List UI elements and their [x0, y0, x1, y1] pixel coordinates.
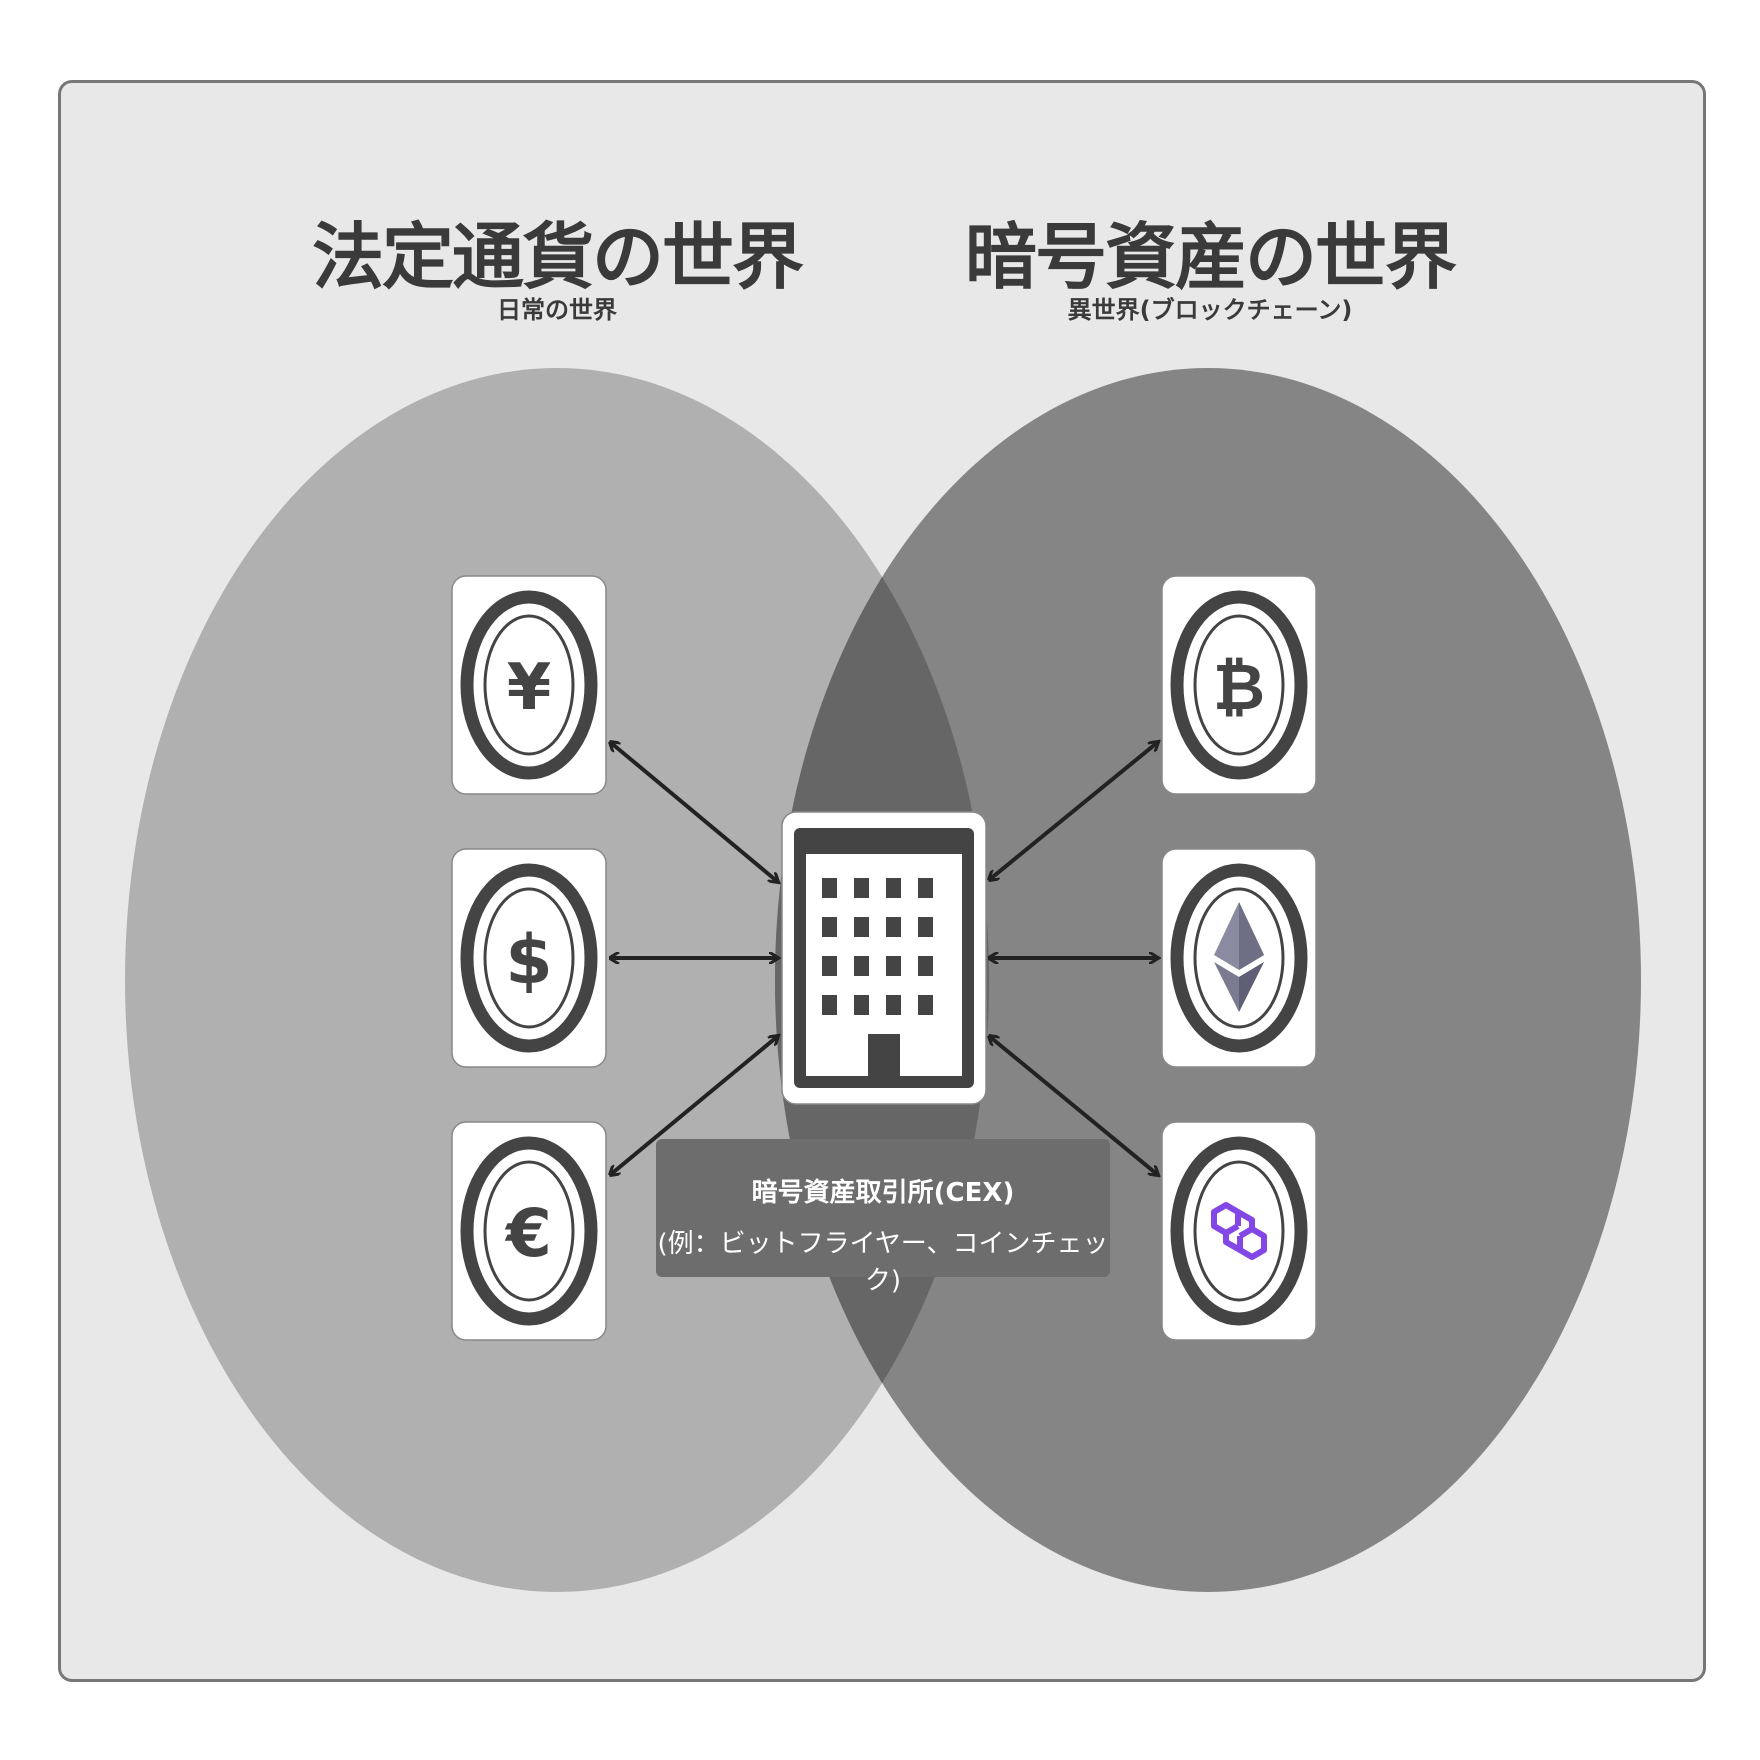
arrow-exchange-bitcoin	[989, 742, 1158, 880]
building-window	[918, 917, 933, 937]
building-window	[918, 878, 933, 898]
building-window	[918, 956, 933, 976]
ethereum-icon	[1214, 902, 1264, 1012]
bitcoin-icon: ₿	[1213, 651, 1265, 725]
polygon-card	[1161, 1121, 1317, 1341]
yen-card: ¥	[451, 575, 607, 795]
building-window	[886, 995, 901, 1015]
building-window	[854, 995, 869, 1015]
exchange-label: 暗号資産取引所(CEX) (例：ビットフライヤー、コインチェック)	[656, 1139, 1110, 1296]
building-icon	[794, 828, 974, 1088]
building-window	[854, 917, 869, 937]
arrow-exchange-polygon	[989, 1036, 1158, 1175]
euro-icon: €	[504, 1195, 552, 1272]
ethereum-card	[1161, 848, 1317, 1068]
building-window	[886, 878, 901, 898]
exchange-label-title: 暗号資産取引所(CEX)	[751, 1178, 1015, 1208]
building-window	[822, 917, 837, 937]
yen-icon: ¥	[507, 651, 552, 725]
building-window	[886, 917, 901, 937]
exchange-arrows	[610, 742, 1158, 1175]
building-window	[886, 956, 901, 976]
arrow-yen-exchange	[610, 742, 778, 882]
crypto-world-subtitle: 異世界(ブロックチェーン)	[1067, 296, 1353, 324]
bitcoin-card: ₿	[1161, 575, 1317, 795]
dollar-icon: $	[505, 921, 552, 1000]
exchange-label-examples: (例：ビットフライヤー、コインチェック)	[657, 1229, 1109, 1296]
building-window	[854, 878, 869, 898]
arrow-euro-exchange	[610, 1036, 778, 1175]
building-window	[822, 956, 837, 976]
euro-card: €	[451, 1121, 607, 1341]
fiat-world-title: 法定通貨の世界	[311, 215, 804, 299]
polygon-icon	[1211, 1202, 1267, 1260]
exchange-card	[781, 811, 987, 1105]
building-window	[822, 995, 837, 1015]
crypto-world-title: 暗号資産の世界	[964, 215, 1457, 299]
building-window	[822, 878, 837, 898]
fiat-world-subtitle: 日常の世界	[497, 296, 617, 324]
dollar-card: $	[451, 848, 607, 1068]
building-window	[918, 995, 933, 1015]
building-window	[854, 956, 869, 976]
